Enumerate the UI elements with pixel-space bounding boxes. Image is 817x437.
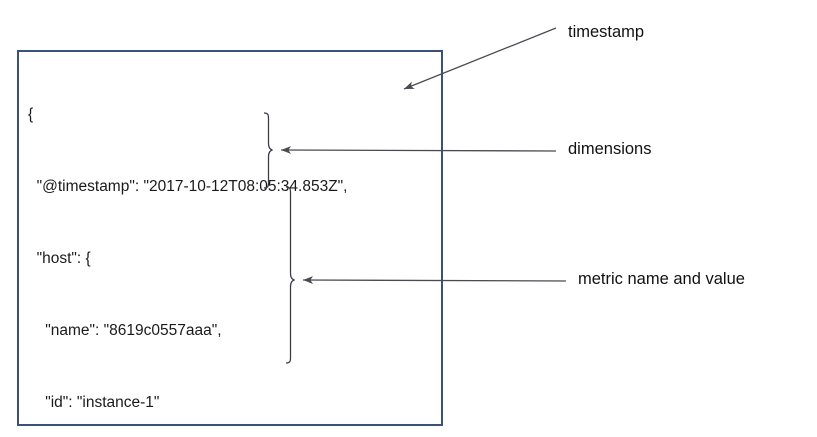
annotation-label-timestamp: timestamp: [568, 23, 645, 41]
json-line-timestamp: "@timestamp": "2017-10-12T08:05:34.853Z"…: [28, 178, 348, 195]
json-line-host-name: "name": "8619c0557aaa",: [28, 322, 222, 339]
json-line-0: {: [28, 106, 34, 123]
annotation-label-metric: metric name and value: [578, 270, 745, 288]
json-document-box: [17, 50, 443, 426]
json-code-block: { "@timestamp": "2017-10-12T08:05:34.853…: [28, 55, 348, 437]
json-line-host-id: "id": "instance-1": [28, 394, 160, 411]
annotation-label-dimensions: dimensions: [568, 140, 652, 158]
json-line-host-open: "host": {: [28, 250, 91, 267]
